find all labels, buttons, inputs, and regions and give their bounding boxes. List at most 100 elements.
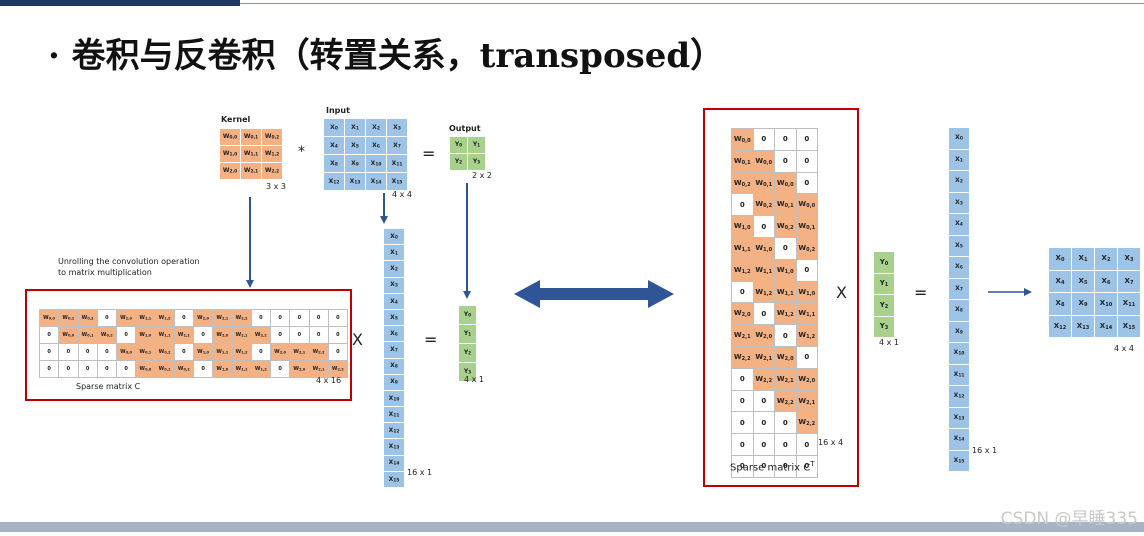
sparse-cell: 0 [269, 326, 291, 344]
transposed-cell: W0,2 [731, 171, 754, 195]
sparse-cell: W1,0 [212, 360, 233, 378]
kernel-cell: W2,2 [261, 162, 283, 180]
input-cell: X6 [365, 136, 387, 155]
sparse-cell: 0 [173, 343, 195, 361]
transposed-matrix-box [703, 108, 859, 487]
transposed-cell: 0 [752, 215, 775, 238]
input-cell: X13 [344, 172, 366, 191]
reconstructed-cell: X2 [1094, 247, 1118, 271]
input-cell: X14 [365, 172, 387, 191]
output-cell: Y3 [467, 153, 486, 171]
input-size: 4 x 4 [392, 190, 412, 199]
transposed-cell: 0 [774, 236, 797, 260]
top-rule [240, 3, 1144, 4]
equals-sign-left: = [424, 330, 438, 349]
sparse-cell: W0,1 [154, 360, 175, 378]
input-cell: X1 [344, 118, 366, 137]
input-vector-cell: X9 [948, 320, 970, 343]
input-vector-size-right: 16 x 1 [972, 446, 998, 455]
output-vector-cell: Y3 [458, 362, 477, 382]
sparse-cell: 0 [308, 309, 329, 327]
transposed-cell: 0 [774, 411, 797, 435]
reconstructed-cell: X0 [1048, 247, 1072, 271]
input-vector-size-left: 16 x 1 [407, 468, 433, 477]
output-size: 2 x 2 [472, 171, 492, 180]
sparse-cell: W1,2 [231, 343, 252, 361]
transposed-cell: W1,1 [774, 280, 797, 304]
transposed-cell: 0 [795, 433, 818, 456]
bottom-bar [0, 522, 1144, 532]
transposed-cell: W0,1 [774, 193, 797, 217]
transposed-cell: W1,1 [795, 302, 818, 326]
sparse-cell: W0,0 [38, 309, 60, 327]
unroll-caption-line2: to matrix multiplication [58, 268, 152, 277]
transposed-cell: 0 [774, 128, 797, 151]
transposed-cell: 0 [731, 411, 754, 435]
sparse-cell: W2,2 [327, 360, 349, 378]
reconstructed-cell: X15 [1117, 314, 1141, 338]
transposed-cell: W0,0 [752, 149, 775, 173]
transposed-cell: W0,0 [795, 193, 818, 217]
output-vector-cell: Y0 [458, 305, 477, 325]
kernel-cell: W2,1 [240, 162, 262, 180]
output-vector-cell: Y3 [873, 315, 895, 338]
input-vector-cell: X11 [383, 406, 405, 424]
reconstructed-cell: X5 [1071, 269, 1095, 293]
transposed-cell: W0,1 [795, 215, 818, 238]
sparse-cell: 0 [250, 309, 272, 327]
input-cell: X0 [323, 118, 345, 137]
transposed-cell: W1,0 [795, 280, 818, 304]
equals-sign-right: = [914, 283, 928, 302]
sparse-cell: 0 [38, 326, 60, 344]
sparse-cell: W1,0 [135, 326, 156, 344]
sparse-cell: W2,0 [192, 309, 214, 327]
output-cell: Y1 [467, 136, 486, 154]
double-arrow-transpose [514, 280, 674, 308]
output-vector-cell: Y0 [873, 251, 895, 274]
transposed-cell: W1,0 [752, 236, 775, 260]
watermark: CSDN @早睡335 [1000, 509, 1138, 529]
input-vector-cell: X7 [383, 341, 405, 359]
transposed-cell: 0 [774, 149, 797, 173]
transposed-cell: 0 [731, 280, 754, 304]
unroll-caption-line1: Unrolling the convolution operation [58, 257, 200, 266]
sparse-cell: 0 [77, 360, 98, 378]
input-vector-cell: X15 [383, 470, 405, 489]
transposed-cell: W2,2 [752, 367, 775, 391]
equals-sign-top: = [422, 144, 436, 163]
transposed-cell: 0 [774, 454, 797, 478]
sparse-matrix-size: 4 x 16 [316, 376, 342, 385]
transposed-cell: 0 [774, 433, 797, 456]
kernel-cell: W1,2 [261, 145, 283, 163]
sparse-cell: W2,2 [231, 309, 252, 327]
transposed-cell: W2,1 [774, 367, 797, 391]
sparse-cell: 0 [96, 309, 118, 327]
reconstructed-cell: X7 [1117, 269, 1141, 293]
sparse-cell: 0 [173, 309, 195, 327]
transposed-cell: 0 [795, 454, 818, 478]
output-vector-size-right: 4 x 1 [879, 338, 899, 347]
sparse-cell: W2,1 [289, 343, 310, 361]
sparse-cell: 0 [77, 343, 98, 361]
input-vector-cell: X14 [383, 454, 405, 472]
output-vector-cell: Y1 [458, 324, 477, 344]
sparse-cell: 0 [308, 326, 329, 344]
input-cell: X11 [386, 154, 408, 173]
input-vector-cell: X12 [383, 422, 405, 440]
input-cell: X15 [386, 172, 408, 191]
sparse-cell: 0 [192, 360, 214, 378]
sparse-cell: W1,2 [173, 326, 195, 344]
sparse-cell: W1,1 [212, 343, 233, 361]
transposed-cell: W1,1 [752, 258, 775, 282]
kernel-cell: W2,0 [219, 162, 241, 180]
kernel-title: Kernel [221, 115, 251, 124]
transposed-cell: 0 [731, 367, 754, 391]
transposed-cell: W2,1 [752, 345, 775, 369]
sparse-cell: 0 [269, 309, 291, 327]
kernel-size: 3 x 3 [266, 182, 286, 191]
slide-title: · 卷积与反卷积（转置关系，transposed） [48, 36, 725, 76]
transposed-cell: W2,2 [795, 411, 818, 435]
sparse-cell: 0 [115, 360, 137, 378]
input-vector-cell: X5 [383, 308, 405, 327]
